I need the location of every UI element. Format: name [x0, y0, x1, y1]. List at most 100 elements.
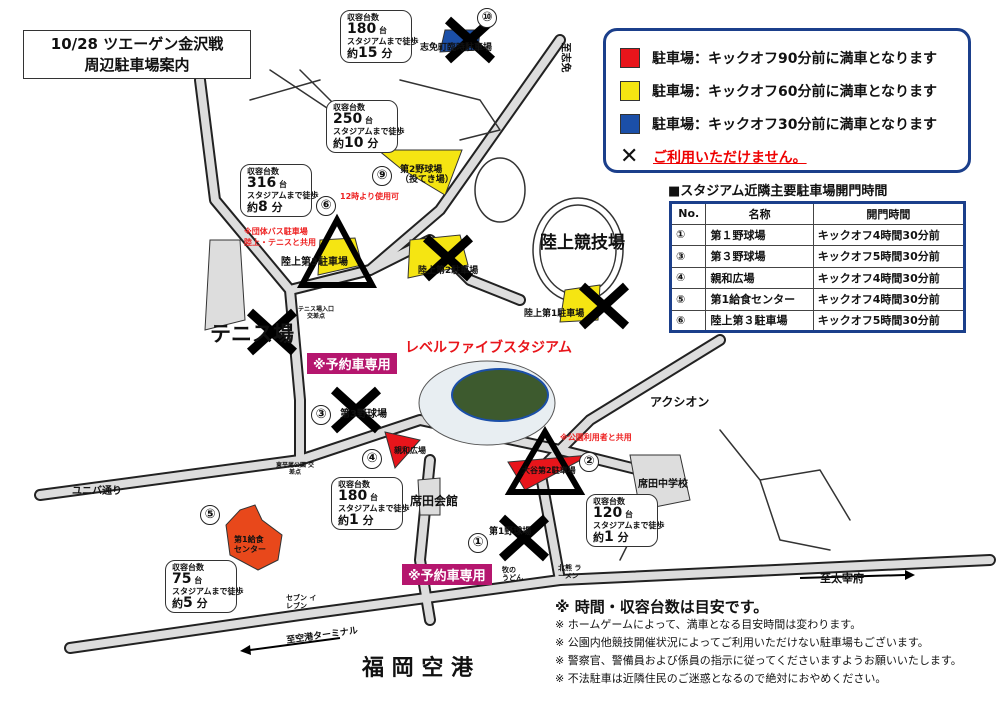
- capacity-value: 180: [338, 488, 368, 504]
- cell: キックオフ4時間30分前: [812, 266, 966, 289]
- capacity-label: 収容台数: [347, 13, 379, 22]
- about: 約: [333, 137, 344, 150]
- map-title: 10/28 ツエーゲン金沢戦 周辺駐車場案内: [23, 30, 251, 79]
- axion-label: アクシオン: [650, 395, 710, 409]
- junior-high-label: 席田中学校: [638, 479, 688, 490]
- legend-unavailable: ✕ご利用いただけません。: [620, 140, 968, 173]
- triangle-riku3: [296, 213, 378, 288]
- label-riku1: 陸上第1駐車場: [524, 309, 585, 319]
- walk-label: スタジアムまで徒歩: [338, 504, 410, 513]
- walk-label: スタジアムまで徒歩: [333, 127, 405, 136]
- capacity-value: 250: [333, 111, 363, 127]
- marker-5: ⑤: [200, 505, 220, 525]
- min: 分: [362, 514, 374, 527]
- col-header: 名称: [705, 202, 814, 225]
- yellow-swatch: [620, 80, 640, 101]
- note-bus: ※団体バス駐車場陸上・テニスと共用: [244, 226, 316, 248]
- about: 約: [247, 201, 258, 214]
- note: ※ ホームゲームによって、満車となる目安時間は変わります。: [555, 618, 862, 631]
- cell: 第３野球場: [705, 245, 814, 268]
- legend-yellow: 駐車場：キックオフ60分前に満車となります: [620, 74, 968, 107]
- capacity-label: 収容台数: [333, 103, 365, 112]
- label-baseball1: 第1野球場: [489, 527, 532, 537]
- note-line: ※団体バス駐車場: [244, 227, 308, 236]
- to-shime-label: 至志免: [559, 42, 571, 73]
- min: 分: [381, 47, 393, 60]
- title-line1: 10/28 ツエーゲン金沢戦: [50, 35, 224, 53]
- legend-label: 駐車場：キックオフ90分前に満車となります: [652, 50, 938, 67]
- cell: 第1給食センター: [705, 288, 814, 311]
- marker-3: ③: [311, 405, 331, 425]
- note-park-shared: ※公園利用者と共用: [560, 433, 632, 442]
- cell: ⑥: [669, 309, 707, 332]
- capacity-value: 316: [247, 175, 277, 191]
- unit: 台: [279, 180, 288, 189]
- higashi-label: 東平尾公園 交差点: [275, 462, 315, 476]
- stadium-label: レベルファイブスタジアム: [405, 340, 573, 356]
- cell: 陸上第３駐車場: [705, 309, 814, 332]
- arrow-dazaifu: [799, 574, 906, 579]
- title-line2: 周辺駐車場案内: [84, 56, 190, 74]
- cell: 第１野球場: [705, 223, 814, 246]
- reserved-badge: ※予約車専用: [307, 353, 397, 374]
- cell: ④: [669, 266, 707, 289]
- col-header: 開門時間: [812, 202, 966, 225]
- airport-label: 福 岡 空 港: [362, 656, 473, 681]
- univa-street-label: ユニバ通り: [72, 486, 122, 497]
- callout-p6: 収容台数 316 台 スタジアムまで徒歩 約8 分: [240, 164, 319, 217]
- label-baseball2: 第2野球場（投てき場）: [400, 165, 454, 185]
- walk-label: スタジアムまで徒歩: [347, 37, 419, 46]
- unit: 台: [379, 26, 388, 35]
- tennis-entrance-label: テニス場入口 交差点: [297, 306, 334, 320]
- arrow-terminal: [249, 637, 341, 651]
- lot-baseball2: [376, 149, 463, 196]
- seven-eleven-label: セブン イレブン: [286, 594, 317, 610]
- legend-label: 駐車場：キックオフ60分前に満車となります: [652, 83, 938, 100]
- capacity-value: 75: [172, 571, 192, 587]
- about: 約: [172, 597, 183, 610]
- track-label: 陸上競技場: [540, 233, 625, 253]
- capacity-value: 180: [347, 21, 377, 37]
- unit: 台: [625, 510, 634, 519]
- minutes-value: 8: [258, 199, 268, 215]
- to-dazaifu-label: 至太宰府: [820, 572, 864, 585]
- cross-icon: [330, 386, 382, 434]
- stadium-image: [418, 360, 556, 446]
- marker-9: ⑨: [372, 166, 392, 186]
- udon-label: 牧の うどん: [502, 566, 523, 582]
- legend: 駐車場：キックオフ90分前に満車となります 駐車場：キックオフ60分前に満車とな…: [603, 28, 971, 173]
- cell: キックオフ4時間30分前: [812, 288, 966, 311]
- notes: ※ 時間・収容台数は目安です。 ※ ホームゲームによって、満車となる目安時間は変…: [555, 598, 962, 688]
- tennis-label: テニス場: [210, 322, 294, 346]
- label-line: 第1給食: [234, 535, 264, 544]
- cell: 親和広場: [705, 266, 814, 289]
- label-shinwa: 親和広場: [394, 446, 426, 455]
- callout-p10: 収容台数 180 台 スタジアムまで徒歩 約15 分: [340, 10, 419, 63]
- callout-p2: 収容台数 120 台 スタジアムまで徒歩 約1 分: [586, 494, 664, 547]
- note-main: ※ 時間・収容台数は目安です。: [555, 598, 769, 616]
- kaikan-building: [417, 477, 441, 516]
- minutes-value: 1: [604, 529, 614, 545]
- cell: ①: [669, 223, 707, 246]
- walk-label: スタジアムまで徒歩: [247, 191, 319, 200]
- label-line: （投てき場）: [400, 175, 454, 185]
- blue-swatch: [620, 113, 640, 134]
- note: ※ 公園内他競技開催状況によってご利用いただけない駐車場もございます。: [555, 636, 929, 649]
- walk-label: スタジアムまで徒歩: [172, 587, 244, 596]
- cell: キックオフ5時間30分前: [812, 309, 966, 332]
- capacity-value: 120: [593, 505, 623, 521]
- capacity-label: 収容台数: [247, 167, 279, 176]
- note-line: 陸上・テニスと共用: [244, 238, 316, 247]
- marker-4: ④: [362, 449, 382, 469]
- cell: ③: [669, 245, 707, 268]
- cell: ⑤: [669, 288, 707, 311]
- label-line: センター: [234, 545, 266, 554]
- cell: キックオフ5時間30分前: [812, 245, 966, 268]
- label-kyushoku: 第1給食センター: [234, 535, 266, 555]
- cross-icon: [498, 514, 550, 562]
